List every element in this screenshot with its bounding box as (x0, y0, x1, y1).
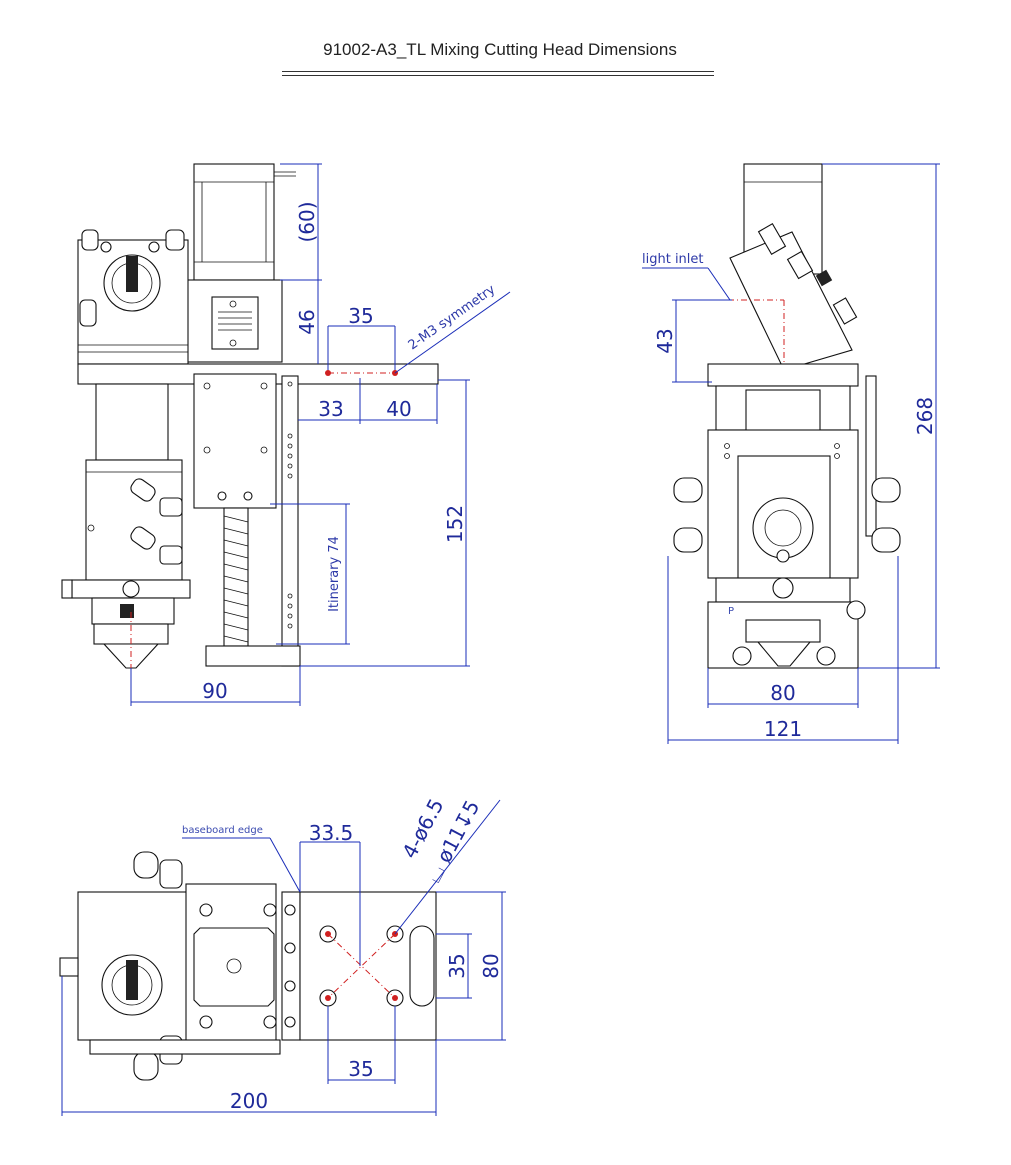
dim-200: 200 (230, 1089, 268, 1113)
drawing-title: 91002-A3_TL Mixing Cutting Head Dimensio… (323, 40, 677, 59)
dim-33-5: 33.5 (309, 821, 354, 845)
slide-plate (193, 373, 277, 509)
dim-46: 46 (295, 309, 319, 334)
title-underline (282, 71, 714, 72)
note-m3-symmetry: 2-M3 symmetry (406, 282, 499, 353)
dim-35-bottom: 35 (348, 1057, 373, 1081)
dim-35-top: 35 (348, 304, 373, 328)
lower-bracket (205, 645, 301, 667)
collimator-barrel (95, 383, 169, 461)
dim-152: 152 (443, 505, 467, 543)
angled-mirror-block (729, 231, 853, 371)
dim-35-vert: 35 (445, 953, 469, 978)
dim-40: 40 (386, 397, 411, 421)
top-motor (193, 927, 275, 1007)
note-light-inlet: light inlet (642, 252, 704, 267)
note-baseboard-edge: baseboard edge (182, 825, 263, 836)
linear-rail (281, 375, 299, 667)
dim-121: 121 (764, 717, 802, 741)
dim-43: 43 (653, 328, 677, 353)
stepper-motor (193, 163, 275, 281)
dim-90: 90 (202, 679, 227, 703)
front-top-plate (707, 363, 859, 387)
dim-80-right: 80 (479, 953, 503, 978)
label-p: P (728, 606, 734, 617)
dim-80-front: 80 (770, 681, 795, 705)
side-view: (60) 46 35 2-M3 symmetry 33 40 152 Itine… (61, 163, 511, 706)
dim-motor-height: (60) (295, 201, 319, 242)
dim-33: 33 (318, 397, 343, 421)
note-itinerary: Itinerary 74 (327, 536, 342, 612)
title-underline (282, 75, 714, 76)
top-view: baseboard edge 33.5 4-ø6.5 ⌴ ø11↧5 35 80… (59, 795, 506, 1116)
front-dial (752, 497, 814, 559)
dim-268: 268 (913, 397, 937, 435)
front-view: P light inlet 43 268 80 121 (642, 163, 940, 744)
